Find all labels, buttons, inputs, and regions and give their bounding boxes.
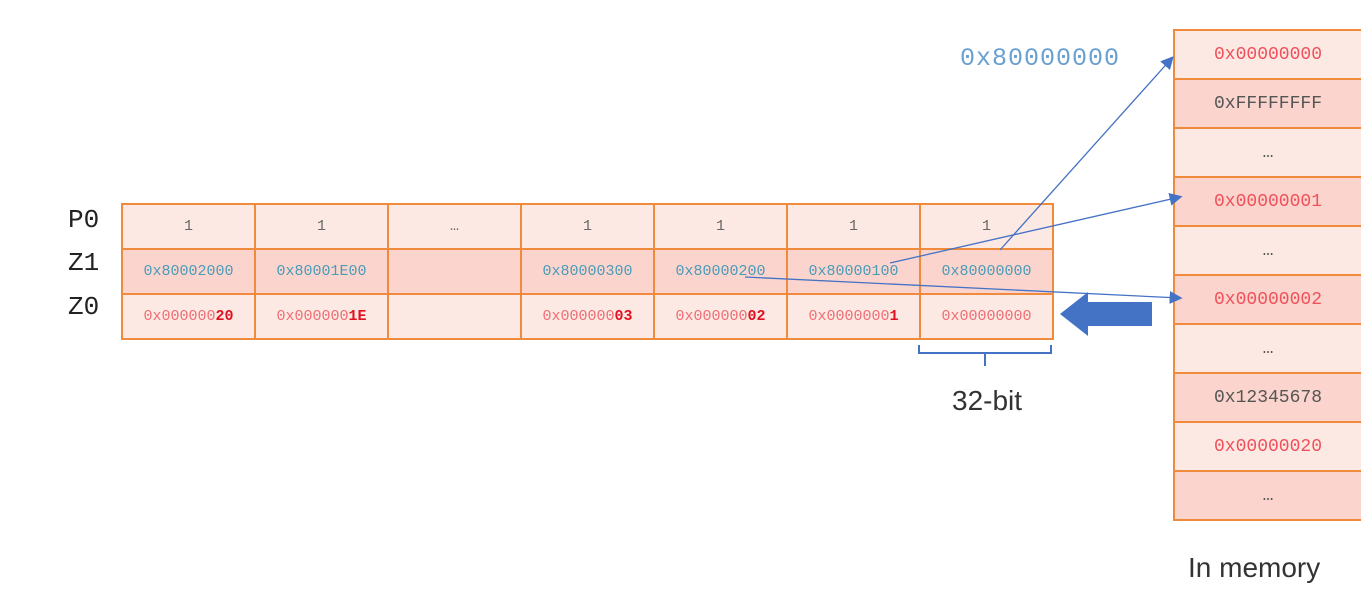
- pointer-arrow-2: [744, 276, 1183, 304]
- z0-prefix: 0x000000: [276, 308, 349, 325]
- memory-cell: …: [1175, 227, 1361, 276]
- memory-cell: …: [1175, 472, 1361, 519]
- memory-cell: …: [1175, 129, 1361, 178]
- memory-cell: 0x00000000: [1175, 31, 1361, 80]
- z0-cell: 0x00000003: [520, 293, 655, 340]
- z0-suffix: 03: [614, 308, 633, 325]
- z1-cell: 0x80000300: [520, 248, 655, 295]
- p0-cell: 1: [121, 203, 256, 250]
- width-label: 32-bit: [952, 385, 1023, 416]
- row-label-z1: Z1: [68, 248, 100, 278]
- pointer-arrow-1: [889, 192, 1183, 264]
- p0-cell: 1: [919, 203, 1054, 250]
- z0-cell: 0x00000020: [121, 293, 256, 340]
- z0-suffix: 02: [747, 308, 766, 325]
- memory-cell: 0x00000020: [1175, 423, 1361, 472]
- z0-suffix: 1: [889, 308, 899, 325]
- p0-cell: 1: [653, 203, 788, 250]
- z0-prefix: 0x0000000: [808, 308, 890, 325]
- memory-cell: 0x00000002: [1175, 276, 1361, 325]
- width-brace: [918, 345, 1052, 366]
- z1-cell: 0x80000200: [653, 248, 788, 295]
- p0-cell: 1: [254, 203, 389, 250]
- memory-cell: …: [1175, 325, 1361, 374]
- z0-suffix: 1E: [348, 308, 367, 325]
- z0-cell: 0x00000002: [653, 293, 788, 340]
- memory-cell: 0xFFFFFFFF: [1175, 80, 1361, 129]
- load-arrow-icon: [1060, 292, 1152, 336]
- z1-cell: 0x80000100: [786, 248, 921, 295]
- z0-cell: 0x00000000: [919, 293, 1054, 340]
- z1-cell: 0x80002000: [121, 248, 256, 295]
- row-label-z0: Z0: [68, 292, 100, 322]
- memory-cell: 0x12345678: [1175, 374, 1361, 423]
- memory-cell: 0x00000001: [1175, 178, 1361, 227]
- z0-cell: [387, 293, 522, 340]
- z1-cell: 0x80001E00: [254, 248, 389, 295]
- z0-prefix: 0x00000000: [941, 308, 1032, 325]
- base-address-label: 0x80000000: [960, 44, 1121, 73]
- p0-cell: …: [387, 203, 522, 250]
- z0-prefix: 0x000000: [675, 308, 748, 325]
- z0-prefix: 0x000000: [143, 308, 216, 325]
- pointer-arrow-0: [999, 56, 1174, 251]
- z0-prefix: 0x000000: [542, 308, 615, 325]
- z0-cell: 0x0000001E: [254, 293, 389, 340]
- z0-cell: 0x00000001: [786, 293, 921, 340]
- z1-cell: [387, 248, 522, 295]
- row-label-p0: P0: [68, 205, 100, 235]
- p0-cell: 1: [520, 203, 655, 250]
- p0-cell: 1: [786, 203, 921, 250]
- z0-suffix: 20: [215, 308, 234, 325]
- memory-label: In memory: [1188, 552, 1321, 583]
